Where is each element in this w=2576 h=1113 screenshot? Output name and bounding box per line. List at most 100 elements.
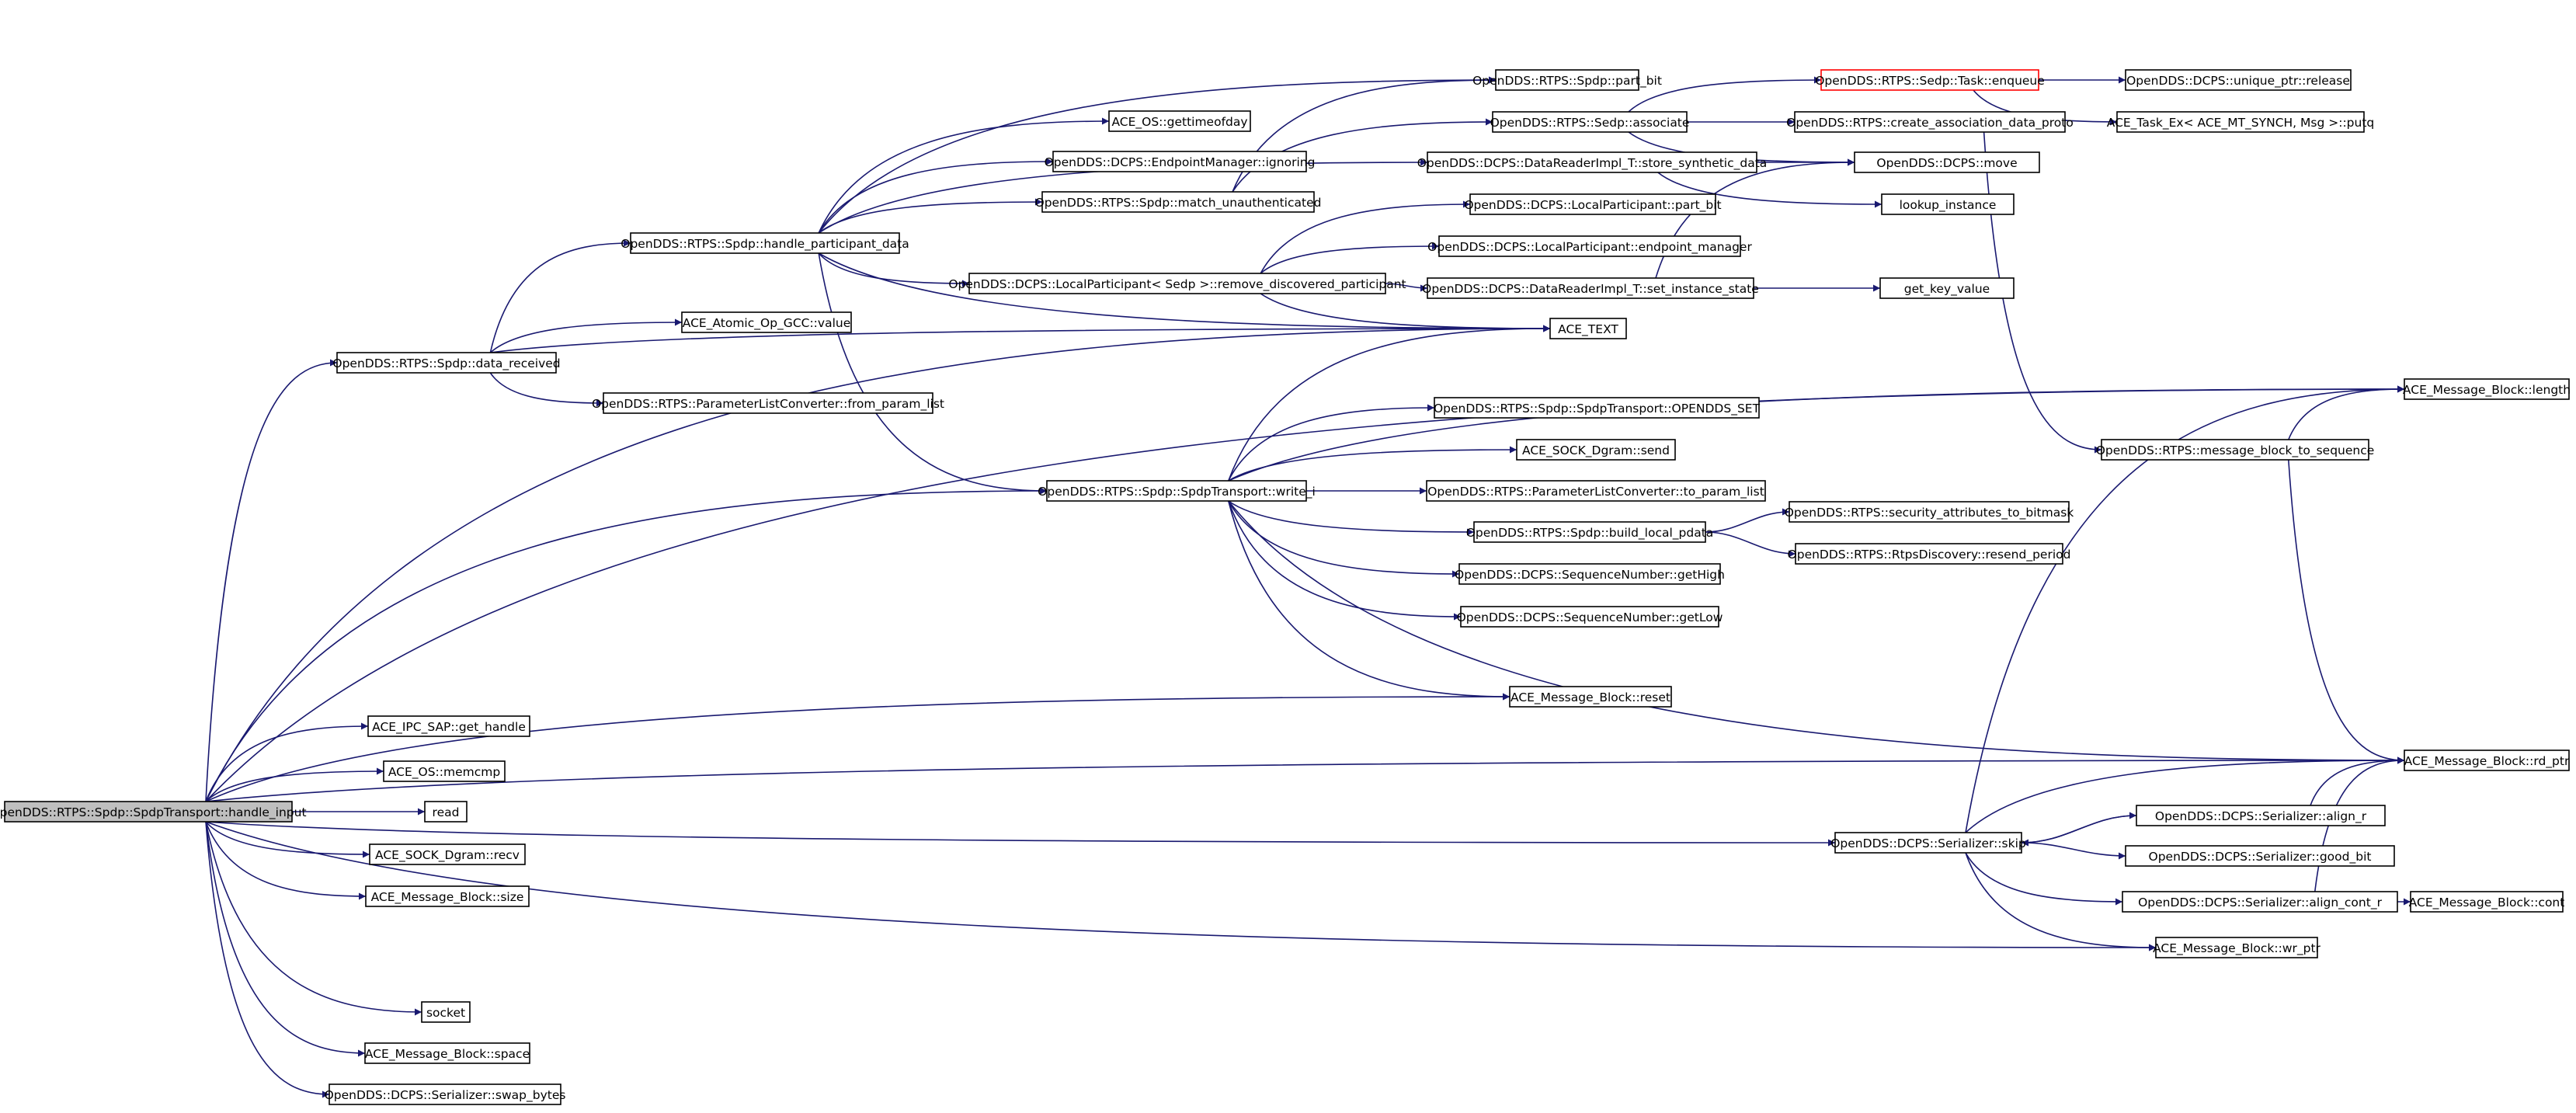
graph-node-gkv[interactable]: get_key_value: [1879, 277, 2015, 299]
node-label: OpenDDS::RTPS::Spdp::match_unauthenticat…: [1035, 196, 1322, 210]
graph-node-goodbit[interactable]: OpenDDS::DCPS::Serializer::good_bit: [2125, 845, 2395, 867]
node-box: [2101, 439, 2369, 461]
edge-path: [205, 767, 384, 802]
node-label: ACE_OS::gettimeofday: [1111, 115, 1247, 130]
graph-node-gethandle[interactable]: ACE_IPC_SAP::get_handle: [367, 715, 530, 737]
graph-node-tpl[interactable]: OpenDDS::RTPS::ParameterListConverter::t…: [1426, 480, 1766, 502]
graph-node-read[interactable]: read: [424, 801, 468, 823]
node-box: [1460, 606, 1719, 628]
node-label: OpenDDS::RTPS::create_association_data_p…: [1786, 116, 2074, 130]
node-label: OpenDDS::DCPS::LocalParticipant::part_bi…: [1464, 198, 1721, 213]
edge-path: [1228, 446, 1517, 482]
edge-path: [2288, 459, 2405, 764]
edge-assoc-to-enq: [1628, 76, 1822, 113]
edge-hpd-to-gtod: [818, 117, 1110, 234]
graph-node-alignr[interactable]: OpenDDS::DCPS::Serializer::align_r: [2136, 805, 2386, 826]
graph-node-rdptr[interactable]: ACE_Message_Block::rd_ptr: [2404, 750, 2570, 771]
edge-hpd-to-partbit: [818, 76, 1497, 234]
graph-node-enq[interactable]: OpenDDS::RTPS::Sedp::Task::enqueue: [1815, 69, 2045, 91]
graph-node-putq[interactable]: ACE_Task_Ex< ACE_MT_SYNCH, Msg >::putq: [2107, 111, 2375, 133]
graph-node-acetext[interactable]: ACE_TEXT: [1549, 318, 1627, 339]
node-label: OpenDDS::DCPS::LocalParticipant< Sedp >:…: [948, 277, 1406, 292]
graph-node-blp[interactable]: OpenDDS::RTPS::Spdp::build_local_pdata: [1466, 521, 1714, 543]
graph-node-aligncr[interactable]: OpenDDS::DCPS::Serializer::align_cont_r: [2122, 891, 2398, 913]
graph-node-length[interactable]: ACE_Message_Block::length: [2403, 378, 2571, 400]
graph-node-cont[interactable]: ACE_Message_Block::cont: [2409, 891, 2565, 913]
graph-node-mbsize[interactable]: ACE_Message_Block::size: [365, 885, 530, 907]
edge-alignr-to-skip: [2021, 815, 2137, 847]
graph-node-ign[interactable]: OpenDDS::DCPS::EndpointManager::ignoring: [1045, 151, 1316, 172]
edge-hpd-to-acetext: [818, 252, 1551, 332]
graph-node-writei[interactable]: OpenDDS::RTPS::Spdp::SpdpTransport::writ…: [1038, 480, 1316, 502]
graph-node-skip[interactable]: OpenDDS::DCPS::Serializer::skip: [1830, 832, 2026, 854]
node-label: lookup_instance: [1900, 198, 1997, 213]
graph-node-dr[interactable]: OpenDDS::RTPS::Spdp::data_received: [332, 352, 561, 374]
graph-node-cadp[interactable]: OpenDDS::RTPS::create_association_data_p…: [1786, 111, 2074, 133]
graph-node-assoc[interactable]: OpenDDS::RTPS::Sedp::associate: [1490, 111, 1690, 133]
edge-path: [818, 158, 1428, 234]
edge-writei-to-send: [1228, 446, 1517, 482]
edge-path: [205, 821, 422, 1016]
graph-node-satb[interactable]: OpenDDS::RTPS::security_attributes_to_bi…: [1785, 501, 2074, 523]
node-label: OpenDDS::DCPS::EndpointManager::ignoring: [1045, 155, 1316, 169]
graph-node-gethigh[interactable]: OpenDDS::DCPS::SequenceNumber::getHigh: [1455, 563, 1725, 585]
edge-path: [205, 821, 370, 858]
graph-node-socket[interactable]: socket: [421, 1001, 471, 1023]
graph-node-getlow[interactable]: OpenDDS::DCPS::SequenceNumber::getLow: [1457, 606, 1723, 628]
edge-hpd-to-ssd: [818, 158, 1428, 234]
graph-node-reset[interactable]: ACE_Message_Block::reset: [1509, 686, 1672, 708]
graph-node-gtod[interactable]: ACE_OS::gettimeofday: [1108, 110, 1251, 132]
graph-node-memcmp[interactable]: ACE_OS::memcmp: [383, 760, 506, 782]
graph-node-lookup[interactable]: lookup_instance: [1881, 193, 2015, 215]
graph-node-mbts[interactable]: OpenDDS::RTPS::message_block_to_sequence: [2096, 439, 2375, 461]
graph-node-lppb[interactable]: OpenDDS::DCPS::LocalParticipant::part_bi…: [1464, 193, 1722, 215]
node-box: [1495, 69, 1639, 91]
graph-node-hpd[interactable]: OpenDDS::RTPS::Spdp::handle_participant_…: [621, 232, 909, 254]
edge-dr-to-atomic: [489, 318, 683, 353]
edge-path: [205, 359, 338, 802]
node-box: [421, 1001, 471, 1023]
graph-node-atomic[interactable]: ACE_Atomic_Op_GCC::value: [681, 311, 852, 333]
edge-path: [1260, 293, 1551, 332]
edge-path: [205, 722, 369, 802]
graph-node-sis[interactable]: OpenDDS::DCPS::DataReaderImpl_T::set_ins…: [1422, 277, 1759, 299]
graph-node-send[interactable]: ACE_SOCK_Dgram::send: [1516, 439, 1676, 461]
graph-node-ssd[interactable]: OpenDDS::DCPS::DataReaderImpl_T::store_s…: [1417, 151, 1768, 173]
graph-node-move[interactable]: OpenDDS::DCPS::move: [1854, 151, 2040, 173]
node-box: [1427, 151, 1757, 173]
node-label: OpenDDS::RTPS::Spdp::SpdpTransport::hand…: [0, 805, 307, 820]
edge-path: [205, 385, 2405, 802]
graph-node-space[interactable]: ACE_Message_Block::space: [364, 1042, 530, 1064]
graph-node-resend[interactable]: OpenDDS::RTPS::RtpsDiscovery::resend_per…: [1788, 543, 2071, 565]
node-label: OpenDDS::RTPS::ParameterListConverter::f…: [592, 397, 944, 412]
edge-skip-to-rdptr: [1965, 756, 2405, 833]
node-label: OpenDDS::DCPS::DataReaderImpl_T::store_s…: [1417, 156, 1768, 171]
edge-writei-to-reset: [1228, 500, 1510, 701]
graph-node-uprel[interactable]: OpenDDS::DCPS::unique_ptr::release: [2125, 69, 2352, 91]
graph-node-wrptr[interactable]: ACE_Message_Block::wr_ptr: [2153, 937, 2321, 958]
graph-node-partbit[interactable]: OpenDDS::RTPS::Spdp::part_bit: [1472, 69, 1662, 91]
node-box: [1549, 318, 1627, 339]
graph-node-swap[interactable]: OpenDDS::DCPS::Serializer::swap_bytes: [325, 1083, 566, 1105]
node-box: [2136, 805, 2386, 826]
graph-node-fpl[interactable]: OpenDDS::RTPS::ParameterListConverter::f…: [592, 392, 944, 414]
edge-root-to-writei: [205, 487, 1048, 802]
graph-node-recv[interactable]: ACE_SOCK_Dgram::recv: [369, 843, 526, 865]
node-box: [1492, 111, 1688, 133]
node-label: ACE_Message_Block::space: [365, 1047, 530, 1062]
edge-root-to-acetext: [205, 325, 1551, 802]
graph-node-lpem[interactable]: OpenDDS::DCPS::LocalParticipant::endpoin…: [1427, 235, 1752, 257]
node-box: [603, 392, 933, 414]
edge-path: [489, 318, 683, 353]
node-box: [1434, 397, 1760, 419]
graph-node-root[interactable]: OpenDDS::RTPS::Spdp::SpdpTransport::hand…: [0, 801, 307, 823]
edges-layer: [205, 76, 2411, 1098]
edge-path: [1385, 283, 1428, 292]
node-box: [2155, 937, 2318, 958]
node-label: socket: [426, 1006, 465, 1020]
edge-path: [1228, 404, 1435, 482]
edge-path: [1655, 158, 1855, 279]
graph-node-rdp[interactable]: OpenDDS::DCPS::LocalParticipant< Sedp >:…: [948, 273, 1406, 294]
graph-node-oset[interactable]: OpenDDS::RTPS::Spdp::SpdpTransport::OPEN…: [1434, 397, 1761, 419]
graph-node-mu[interactable]: OpenDDS::RTPS::Spdp::match_unauthenticat…: [1035, 191, 1322, 213]
